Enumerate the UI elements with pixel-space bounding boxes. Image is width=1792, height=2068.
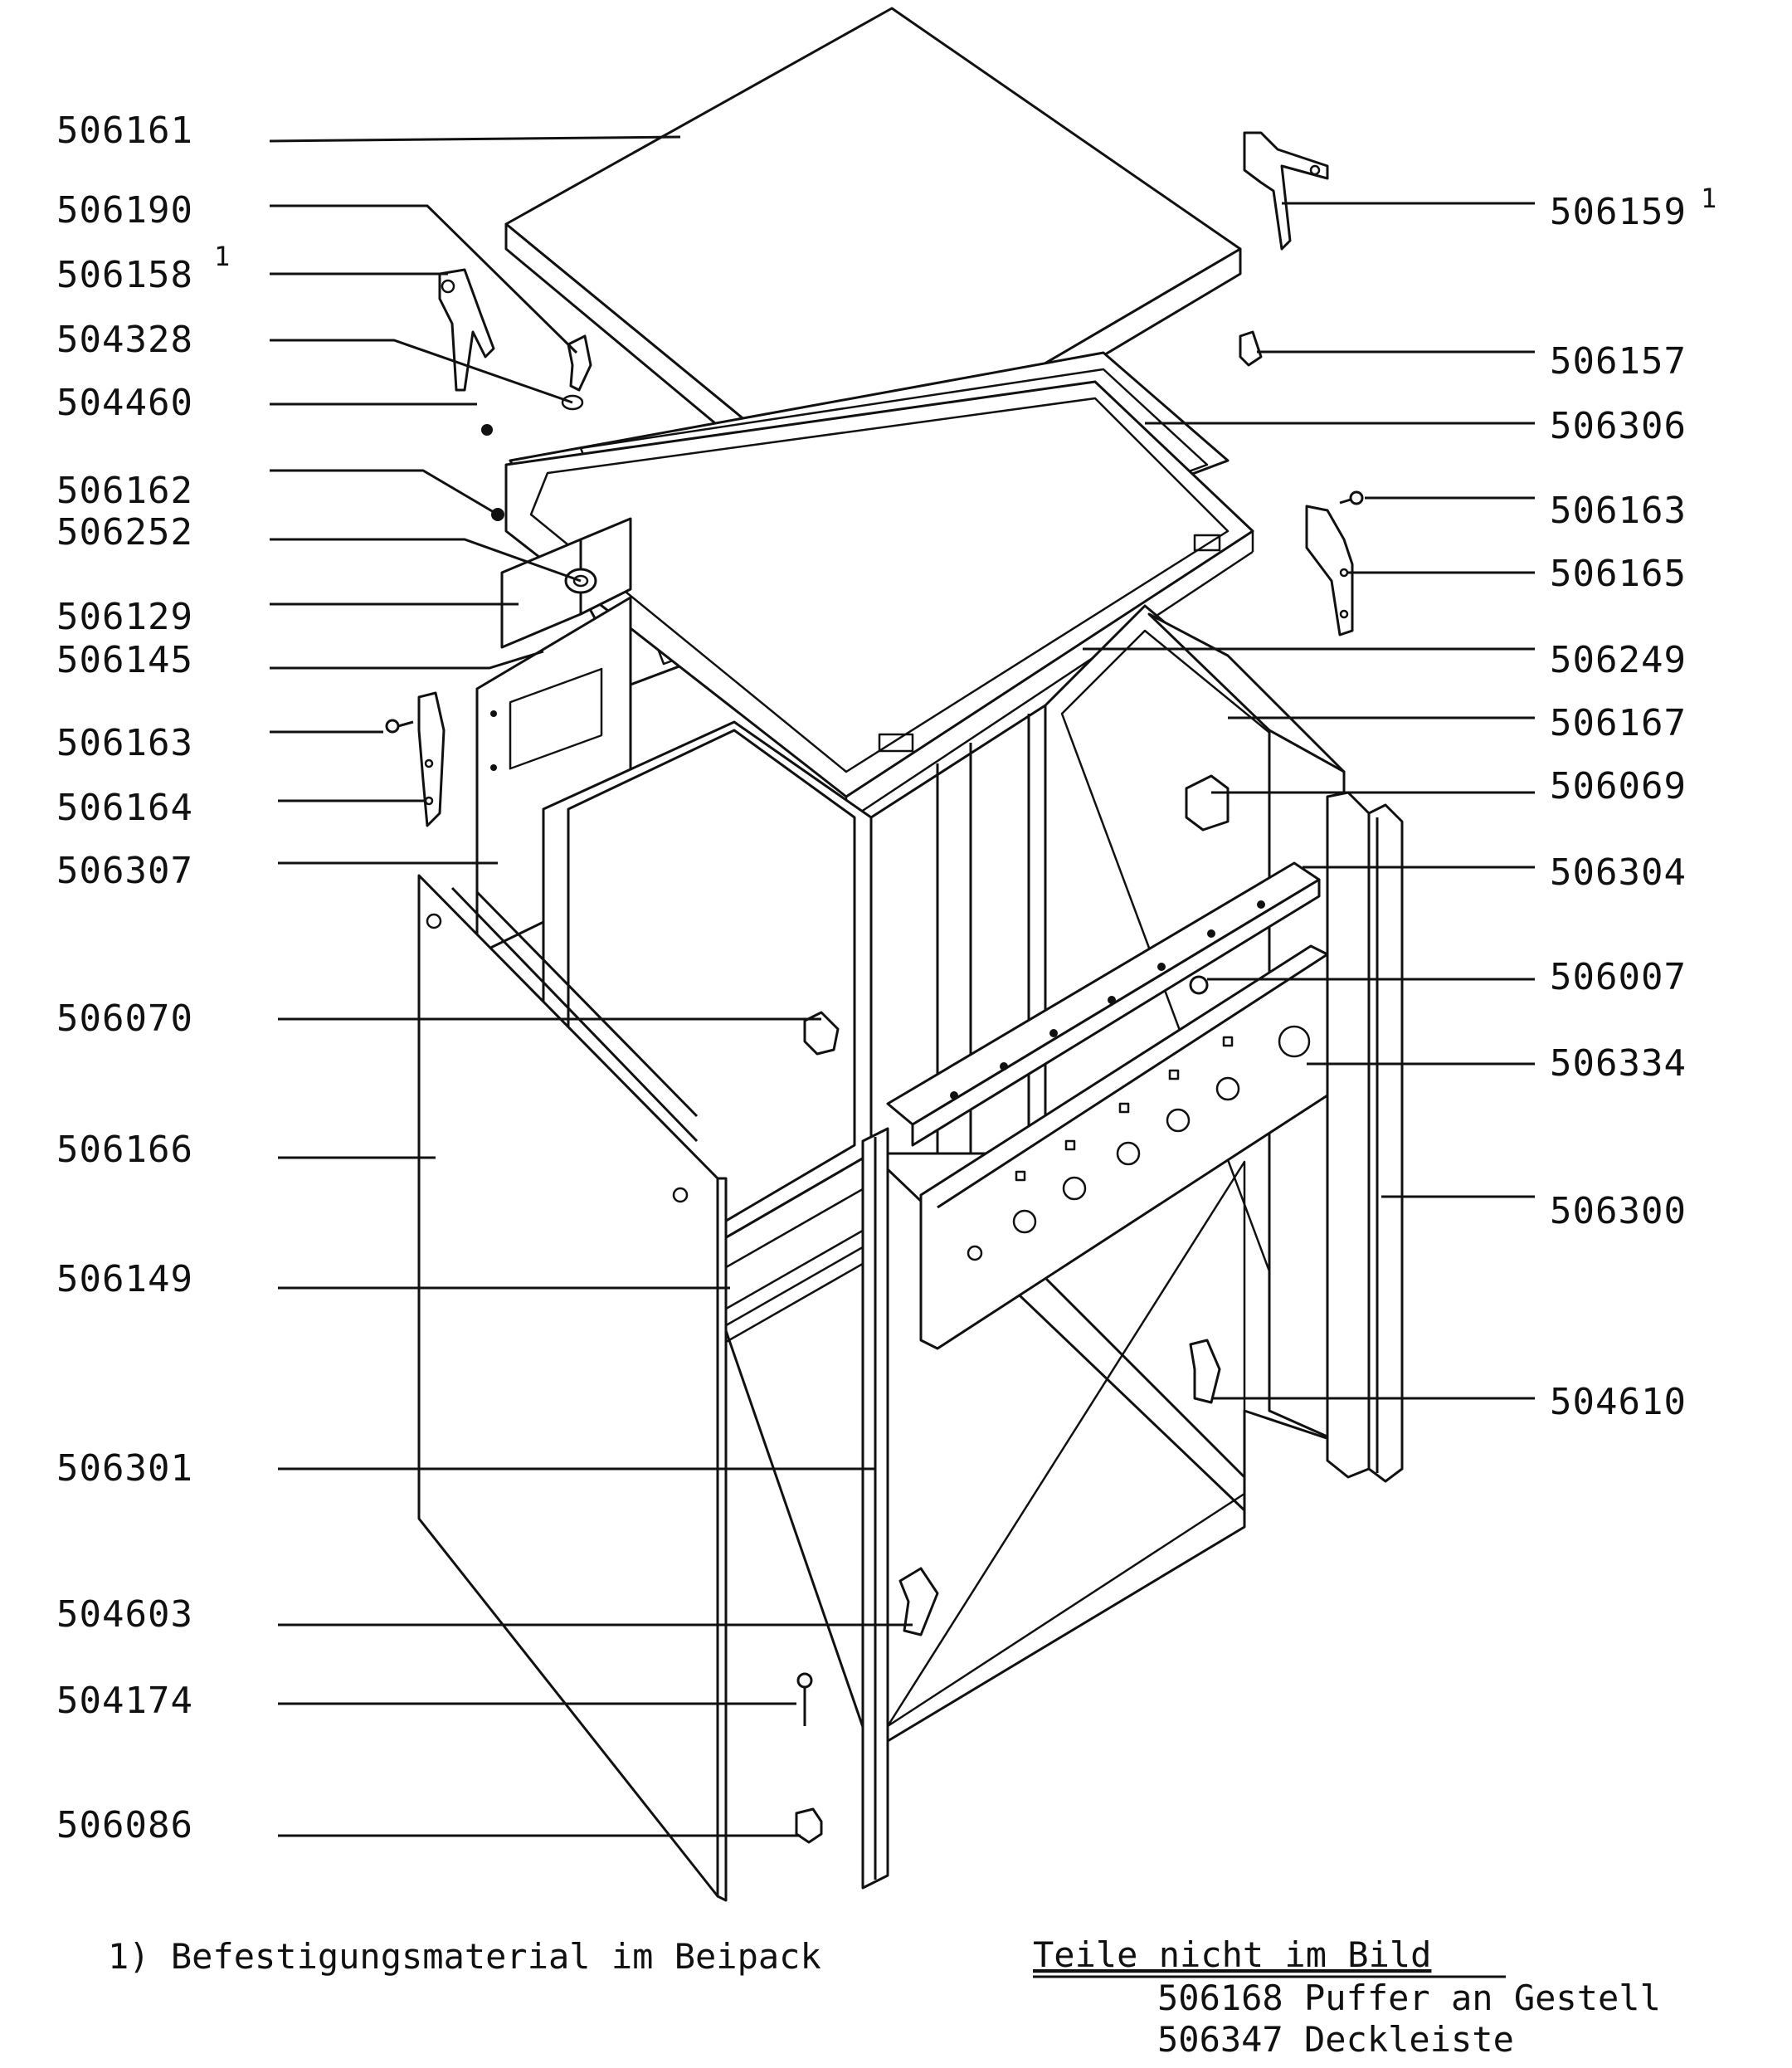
- footer: 1) Befestigungsmaterial im Beipack Teile…: [108, 1934, 1661, 2060]
- not-shown-item: 506347 Deckleiste: [1157, 2019, 1514, 2060]
- label-506167: 506167: [1550, 702, 1687, 744]
- hardware-parts: [385, 131, 1364, 1844]
- label-506157: 506157: [1550, 340, 1687, 383]
- label-506129: 506129: [56, 596, 193, 638]
- label-506166: 506166: [56, 1129, 193, 1171]
- label-506334: 506334: [1550, 1042, 1687, 1085]
- footnote-text: 1) Befestigungsmaterial im Beipack: [108, 1936, 821, 1977]
- label-504603: 504603: [56, 1593, 193, 1636]
- label-506301: 506301: [56, 1447, 193, 1490]
- label-506164: 506164: [56, 787, 193, 829]
- front-rail: [861, 1127, 889, 1890]
- label-506161: 506161: [56, 110, 193, 152]
- label-506300: 506300: [1550, 1190, 1687, 1232]
- label-506149: 506149: [56, 1258, 193, 1300]
- parts-drawing: [385, 7, 1404, 1902]
- label-506304: 506304: [1550, 851, 1687, 894]
- side-panel: [417, 874, 728, 1902]
- label-506252: 506252: [56, 511, 193, 554]
- not-shown-item: 506168 Puffer an Gestell: [1157, 1978, 1661, 2018]
- label-504460: 504460: [56, 382, 193, 424]
- not-shown-title: Teile nicht im Bild: [1033, 1934, 1431, 1975]
- label-504610: 504610: [1550, 1381, 1687, 1423]
- leader-506161: [269, 135, 681, 143]
- label-506163-right: 506163: [1550, 490, 1687, 532]
- label-506158: 506158: [56, 254, 193, 296]
- right-profile: [1326, 791, 1404, 1483]
- label-504328: 504328: [56, 319, 193, 361]
- label-506069: 506069: [1550, 765, 1687, 807]
- label-506307: 506307: [56, 850, 193, 892]
- footnote-mark-506159: 1: [1701, 183, 1717, 214]
- label-506165: 506165: [1550, 553, 1687, 595]
- left-labels: 506161 506190 506158 1 504328 504460 506…: [56, 110, 913, 1846]
- right-labels: 506159 1 506157 506306 506163 506165 506…: [1083, 183, 1717, 1423]
- label-506159: 506159: [1550, 191, 1687, 233]
- label-506163-left: 506163: [56, 722, 193, 764]
- label-506306: 506306: [1550, 405, 1687, 447]
- rear-bracket: [500, 517, 632, 649]
- label-506249: 506249: [1550, 639, 1687, 681]
- footnote-mark-506158: 1: [214, 241, 230, 272]
- leader-504328: [270, 339, 573, 404]
- leader-506145: [270, 650, 544, 670]
- label-506086: 506086: [56, 1804, 193, 1846]
- control-bar: [886, 861, 1321, 1147]
- label-506070: 506070: [56, 997, 193, 1040]
- leader-506252: [270, 538, 582, 583]
- label-506190: 506190: [56, 189, 193, 232]
- leader-506162: [270, 469, 499, 516]
- frame-ring: [504, 380, 1254, 823]
- leader-506190: [270, 204, 578, 354]
- label-506145: 506145: [56, 639, 193, 681]
- label-506007: 506007: [1550, 956, 1687, 998]
- label-506162: 506162: [56, 470, 193, 512]
- label-504174: 504174: [56, 1680, 193, 1722]
